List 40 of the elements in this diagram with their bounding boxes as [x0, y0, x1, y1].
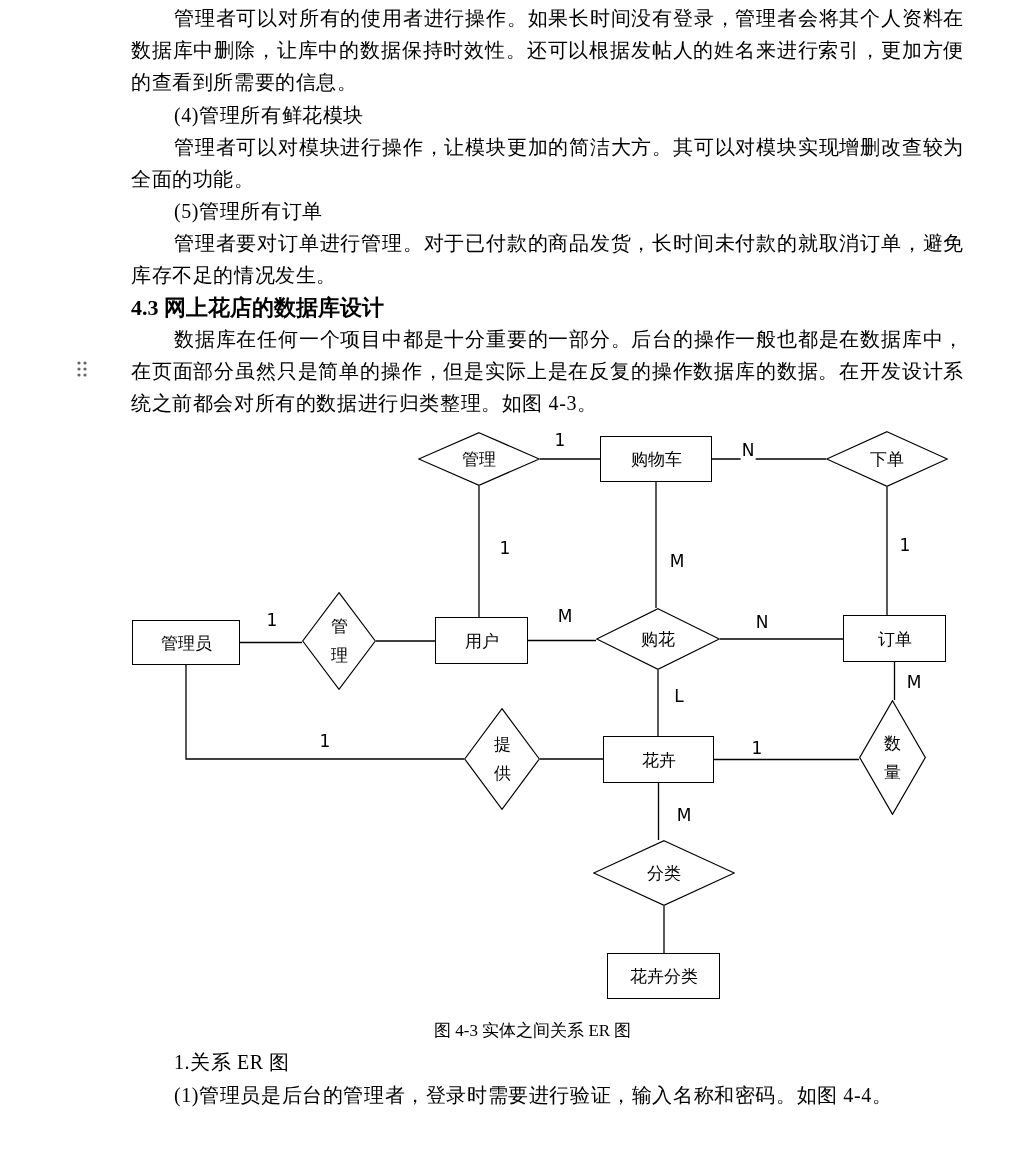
- paragraph: (4)管理所有鲜花模块: [173, 103, 365, 129]
- connector-line: [886, 486, 888, 616]
- entity-box: 订单: [843, 615, 946, 662]
- relationship-diamond: 购花: [596, 608, 720, 670]
- paragraph: 管理者要对订单进行管理。对于已付款的商品发货，长时间未付款的就取消订单，避免库存不足的情况发生。: [131, 231, 964, 288]
- connector-line: [539, 758, 604, 760]
- connector-line: [719, 638, 844, 640]
- connector-line: [539, 458, 601, 460]
- relationship-diamond: 下单: [826, 431, 948, 487]
- connector-line: [663, 905, 665, 954]
- relationship-diamond: 提供: [464, 708, 540, 810]
- connector-line: [713, 758, 860, 761]
- relationship-diamond: 数量: [859, 700, 926, 815]
- entity-box: 购物车: [600, 436, 712, 482]
- entity-box: 花卉分类: [607, 953, 720, 999]
- relationship-diamond: 管理: [302, 592, 376, 690]
- entity-box: 管理员: [132, 620, 240, 665]
- figure-caption: 图 4-3 实体之间关系 ER 图: [434, 1020, 632, 1042]
- connector-line: [893, 661, 896, 701]
- connector-line: [657, 669, 659, 737]
- paragraph: 1.关系 ER 图: [173, 1050, 291, 1075]
- paragraph: 管理者可以对模块进行操作，让模块更加的简洁大方。其可以对模块实现增删改查较为全面的功能。: [131, 135, 964, 192]
- connector-line: [478, 485, 480, 618]
- relationship-diamond: 管理: [418, 432, 540, 486]
- paragraph: 管理者可以对所有的使用者进行操作。如果长时间没有登录，管理者会将其个人资料在数据库中删除，让库中的数据保持时效性。还可以根据发帖人的姓名来进行索引，更加方便的查看到所需要的信息。: [131, 6, 964, 95]
- connector-line: [239, 641, 303, 644]
- connector-line: [657, 782, 660, 841]
- section-heading: 4.3 网上花店的数据库设计: [131, 294, 384, 322]
- connector-line: [375, 640, 436, 642]
- entity-box: 用户: [435, 617, 528, 664]
- paragraph: 数据库在任何一个项目中都是十分重要的一部分。后台的操作一般也都是在数据库中，在页面部分虽然只是简单的操作，但是实际上是在反复的操作数据库的数据。在开发设计系统之前都会对所有的数据进行归类整理。如图 4-3。: [131, 327, 964, 416]
- relationship-diamond: 分类: [593, 840, 735, 906]
- entity-box: 花卉: [603, 736, 714, 783]
- connector-line: [527, 639, 597, 642]
- paragraph: (1)管理员是后台的管理者，登录时需要进行验证，输入名称和密码。如图 4-4。: [173, 1083, 894, 1109]
- cardinality-label: N: [740, 440, 756, 460]
- connector-line: [711, 458, 827, 460]
- paragraph: (5)管理所有订单: [173, 199, 324, 225]
- connector-line: [655, 481, 657, 609]
- connector-line: [185, 664, 465, 760]
